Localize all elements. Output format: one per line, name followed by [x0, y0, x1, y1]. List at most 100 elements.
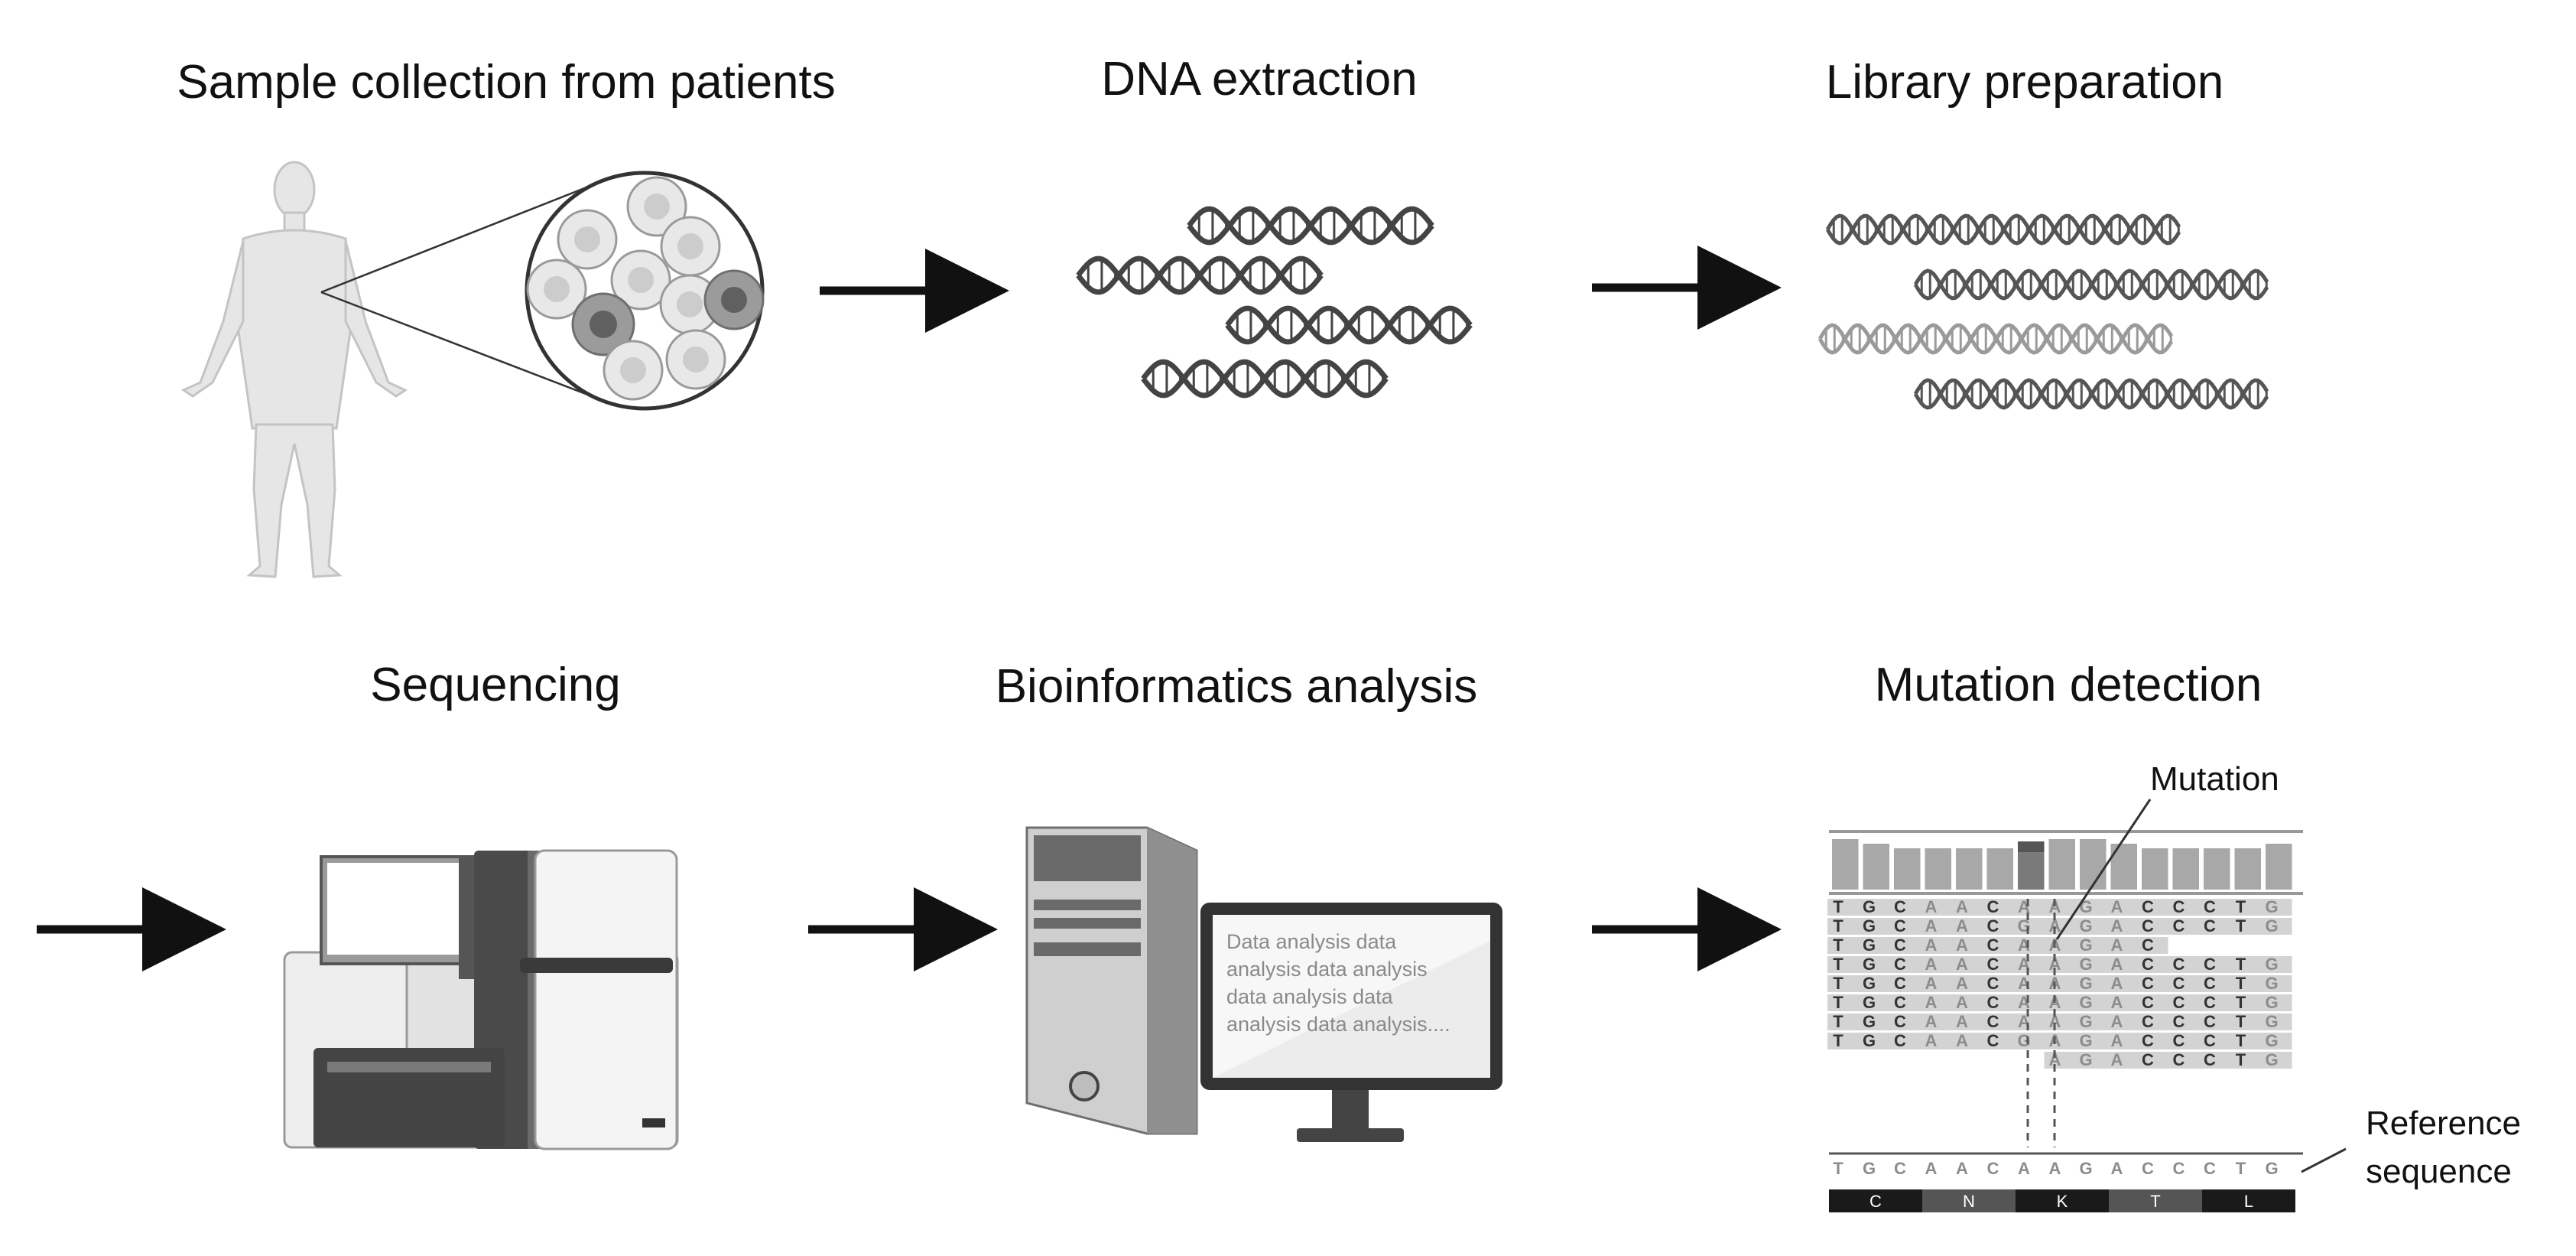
monitor-text-line: analysis data analysis.... [1226, 1013, 1450, 1036]
step-title-mutation: Mutation detection [1875, 659, 2263, 711]
base-letter: A [2049, 897, 2061, 916]
base-letter: C [1987, 916, 1999, 935]
base-letter: C [1987, 1012, 1999, 1031]
monitor-text-line: analysis data analysis [1226, 958, 1428, 981]
base-letter: A [1956, 1031, 1968, 1050]
coverage-bar [1863, 844, 1889, 890]
base-letter: T [1833, 916, 1843, 935]
mutation-label: Mutation [2150, 760, 2279, 798]
mutation-pointer [2055, 799, 2152, 940]
base-letter: A [1925, 1031, 1938, 1050]
base-letter: G [2017, 1031, 2030, 1050]
base-letter: A [1925, 974, 1938, 993]
computer-icon: Data analysis data analysis data analysi… [1025, 826, 1502, 1142]
base-letter: C [2204, 916, 2216, 935]
base-letter: C [2142, 993, 2154, 1012]
base-letter: G [2079, 955, 2092, 974]
base-letter: C [2142, 955, 2154, 974]
amino-acid-cell [1829, 1189, 1922, 1212]
dna-helix-icon [1225, 305, 1473, 345]
reference-label: sequence [2366, 1153, 2512, 1190]
dna-helix-icon [1825, 213, 2181, 246]
base-letter: T [1833, 897, 1843, 916]
base-letter: T [2236, 1031, 2246, 1050]
base-letter: A [1925, 935, 1938, 955]
base-letter: A [2111, 916, 2123, 935]
base-letter: G [2265, 993, 2278, 1012]
base-letter: T [1833, 935, 1843, 955]
base-letter: G [2079, 1031, 2092, 1050]
base-letter: A [2049, 916, 2061, 935]
reference-base: A [1956, 1159, 1968, 1178]
base-letter: C [2173, 916, 2185, 935]
reference-base: C [1894, 1159, 1906, 1178]
amino-acid-cell [2202, 1189, 2295, 1212]
coverage-bar [2048, 839, 2075, 890]
human-figure-icon [180, 161, 408, 578]
base-letter: A [2049, 1050, 2061, 1069]
dna-helix-icon [1187, 206, 1434, 246]
reference-label: Reference [2366, 1105, 2521, 1142]
base-letter: A [2111, 993, 2123, 1012]
base-letter: A [1925, 955, 1938, 974]
reference-base: G [2265, 1159, 2278, 1178]
base-letter: C [1894, 935, 1906, 955]
base-letter: A [1925, 916, 1938, 935]
base-letter: C [2173, 993, 2185, 1012]
base-letter: C [2173, 1050, 2185, 1069]
dna-helix-icon [1817, 323, 2174, 355]
step-title-bioinfo: Bioinformatics analysis [996, 660, 1478, 713]
step-title-sequencing: Sequencing [370, 659, 621, 711]
coverage-bar [2266, 844, 2292, 890]
base-letter: T [2236, 955, 2246, 974]
base-letter: G [2079, 974, 2092, 993]
base-letter: G [1863, 1012, 1876, 1031]
base-letter: C [2204, 1012, 2216, 1031]
amino-acid-letter: N [1963, 1192, 1975, 1211]
base-letter: T [1833, 1012, 1843, 1031]
coverage-bar [1894, 848, 1921, 890]
amino-acid-letter: K [2057, 1192, 2068, 1211]
base-letter: T [2236, 916, 2246, 935]
base-letter: C [1894, 974, 1906, 993]
base-letter: A [1956, 916, 1968, 935]
base-letter: A [1956, 897, 1968, 916]
read-pileup: TGCAACAAGACCCTGTGCAACGAGACCCTGTGCAACAAGA… [1827, 897, 2292, 1069]
base-letter: C [2173, 1012, 2185, 1031]
amino-acid-cell [2016, 1189, 2109, 1212]
base-letter: A [2111, 1031, 2123, 1050]
base-letter: C [1894, 1012, 1906, 1031]
base-letter: C [2142, 1012, 2154, 1031]
base-letter: A [1925, 1012, 1938, 1031]
reference-base: A [1925, 1159, 1938, 1178]
base-letter: A [1925, 993, 1938, 1012]
base-letter: C [1894, 993, 1906, 1012]
coverage-bar [2080, 839, 2107, 890]
amino-acid-cell [2109, 1189, 2202, 1212]
base-letter: T [1833, 1031, 1843, 1050]
dna-strands-icon [1076, 206, 1473, 399]
base-letter: T [1833, 955, 1843, 974]
coverage-bar [2142, 848, 2168, 890]
reference-base: C [1987, 1159, 1999, 1178]
base-letter: C [2142, 974, 2154, 993]
base-letter: T [2236, 993, 2246, 1012]
reference-base: C [2204, 1159, 2216, 1178]
base-letter: G [1863, 993, 1876, 1012]
cell-sample-icon [525, 171, 765, 411]
base-letter: G [2079, 897, 2092, 916]
base-letter: G [1863, 1031, 1876, 1050]
base-letter: G [2265, 1050, 2278, 1069]
base-letter: C [2204, 993, 2216, 1012]
monitor-text-line: Data analysis data [1226, 930, 1397, 953]
base-letter: A [1956, 974, 1968, 993]
reference-base: C [2173, 1159, 2185, 1178]
base-letter: C [2204, 974, 2216, 993]
